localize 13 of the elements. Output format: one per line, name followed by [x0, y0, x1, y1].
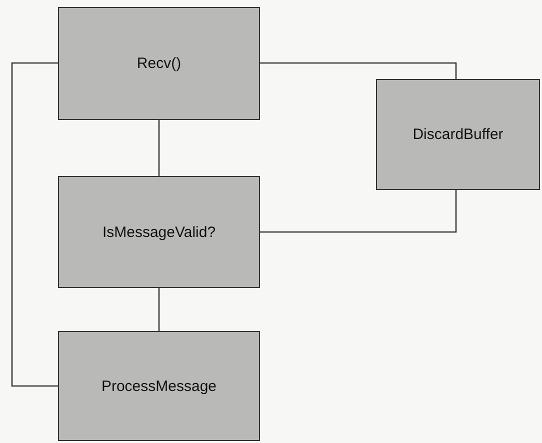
process-box: [58, 7, 260, 120]
box-label: ProcessMessage: [101, 378, 217, 394]
box-label: Recv(): [136, 55, 182, 72]
connector-line: [260, 190, 457, 233]
connector-line: [260, 62, 457, 79]
connector-line: [11, 62, 58, 387]
box-label: DiscardBuffer: [412, 126, 504, 143]
process-box: [58, 331, 260, 441]
process-box: [58, 176, 260, 288]
connector-line: [158, 288, 160, 331]
connector-line: [158, 120, 160, 176]
box-label: IsMessageValid?: [102, 224, 216, 240]
process-box: [376, 79, 540, 190]
